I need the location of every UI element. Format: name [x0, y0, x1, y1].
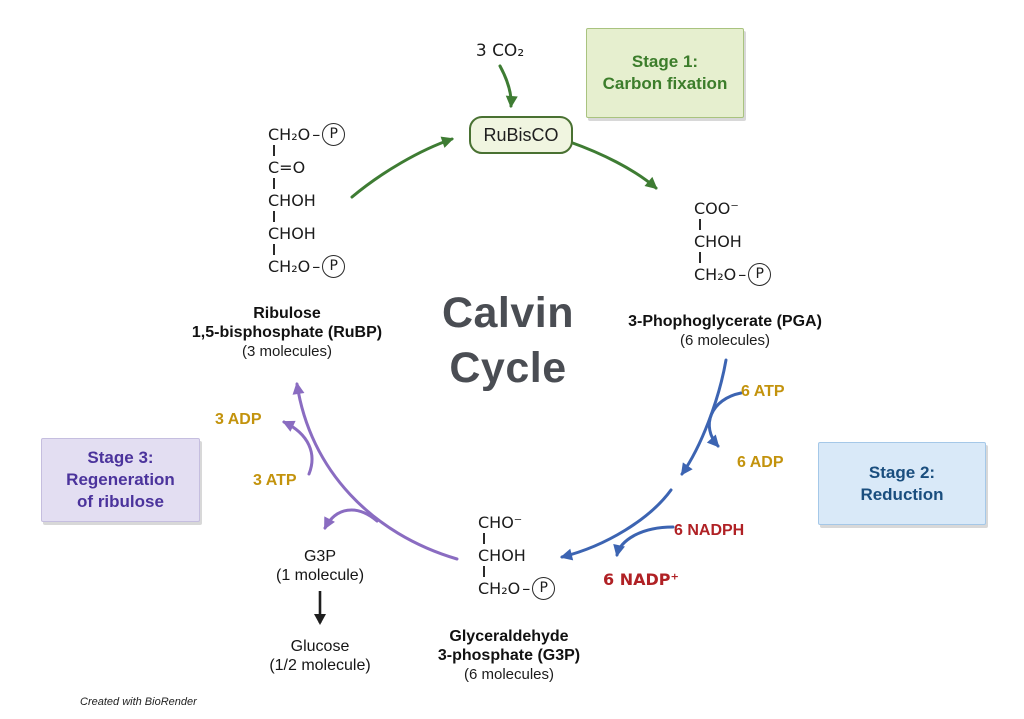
stage1-carbon-fixation-box: Stage 1: Carbon fixation — [586, 28, 744, 118]
g3p-formula-1: CHO⁻ — [478, 512, 523, 532]
arrow-co2-to-rubisco — [498, 64, 518, 108]
bond-dash: – — [738, 264, 747, 284]
arrow-nadph-to-nadp — [613, 525, 675, 557]
bond-dash: – — [312, 124, 321, 144]
glucose-label: Glucose (1/2 molecule) — [240, 637, 400, 675]
bond-line — [483, 566, 485, 577]
stage2-line2: Reduction — [860, 484, 944, 504]
arrow-g3p-to-rubp — [292, 382, 459, 561]
rubp-row-5: CH₂O–P — [268, 254, 346, 278]
arrow-atp-to-adp-stage3 — [282, 420, 314, 476]
rubisco-enzyme-box: RuBisCO — [469, 116, 573, 154]
arrow-rubp-to-rubisco — [350, 136, 454, 199]
rubp-formula-2: C=O — [268, 157, 306, 177]
g3p-output-label: G3P (1 molecule) — [245, 547, 395, 585]
g3p-name-label: Glyceraldehyde 3-phosphate (G3P) (6 mole… — [369, 627, 649, 684]
rubp-name-label: Ribulose 1,5-bisphosphate (RuBP) (3 mole… — [147, 304, 427, 361]
g3p-row-1: CHO⁻ — [478, 512, 555, 532]
rubp-formula-5: CH₂O — [268, 256, 311, 276]
arrow-rubisco-to-pga — [568, 140, 658, 190]
rubisco-label: RuBisCO — [483, 124, 559, 145]
bond-dash: – — [522, 578, 531, 598]
arrow-pga-to-g3p-upper — [680, 358, 728, 476]
rubp-row-2: C=O — [268, 157, 345, 177]
diagram-title-line1: Calvin — [441, 289, 575, 337]
stage3-line1: Stage 3: — [87, 448, 154, 467]
rubp-formula-1: CH₂O — [268, 124, 311, 144]
g3p-formula-3: CH₂O — [478, 578, 521, 598]
glucose-count: (1/2 molecule) — [269, 657, 371, 674]
pga-row-1: COO⁻ — [694, 198, 771, 218]
pga-name-label: 3-Phophoglycerate (PGA) (6 molecules) — [585, 312, 865, 350]
adp3-label: 3 ADP — [215, 411, 262, 428]
g3p-row-3: CH₂O–P — [478, 576, 556, 600]
bond-line — [273, 244, 275, 255]
stage1-line2: Carbon fixation — [602, 74, 728, 93]
adp6-label: 6 ADP — [737, 454, 784, 471]
bond-line — [699, 252, 701, 263]
g3p-structure: CHO⁻ CHOH CH₂O–P — [478, 512, 556, 600]
atp3-label: 3 ATP — [253, 472, 297, 489]
rubp-molecule-count: (3 molecules) — [241, 343, 333, 360]
stage2-reduction-box: Stage 2: Reduction — [818, 442, 986, 525]
biorender-watermark: Created with BioRender — [80, 696, 197, 708]
g3p-name-line1: Glyceraldehyde — [449, 628, 569, 645]
rubp-formula-3: CHOH — [268, 190, 316, 210]
pga-structure: COO⁻ CHOH CH₂O–P — [694, 198, 772, 286]
rubp-name-line2: 1,5-bisphosphate (RuBP) — [191, 324, 383, 341]
co2-input-label: 3 CO₂ — [475, 41, 525, 61]
bond-line — [699, 219, 701, 230]
phosphate-group-icon: P — [532, 576, 556, 600]
rubp-name-line1: Ribulose — [253, 305, 321, 322]
stage3-line2: Regeneration — [66, 470, 175, 489]
nadp6-label: 6 NADP⁺ — [603, 570, 679, 589]
stage2-line1: Stage 2: — [868, 462, 936, 482]
phosphate-group-icon: P — [748, 262, 772, 286]
arrow-atp-to-adp-stage2 — [706, 391, 743, 448]
rubp-structure: CH₂O–P C=O CHOH CHOH CH₂O–P — [268, 122, 346, 278]
pga-formula-3: CH₂O — [694, 264, 737, 284]
pga-name-line1: 3-Phophoglycerate (PGA) — [628, 313, 822, 330]
phosphate-group-icon: P — [322, 122, 346, 146]
stage3-line3: of ribulose — [77, 492, 164, 511]
stage3-regeneration-box: Stage 3: Regeneration of ribulose — [41, 438, 200, 522]
arrow-branch-to-g3p-output — [323, 508, 379, 530]
bond-line — [273, 211, 275, 222]
pga-molecule-count: (6 molecules) — [679, 332, 771, 349]
rubp-row-4: CHOH — [268, 223, 345, 243]
bond-dash: – — [312, 256, 321, 276]
rubp-formula-4: CHOH — [268, 223, 316, 243]
g3p-name-line2: 3-phosphate (G3P) — [437, 647, 581, 664]
bond-line — [273, 145, 275, 156]
arrow-pga-to-g3p-lower — [560, 488, 673, 561]
phosphate-group-icon: P — [322, 254, 346, 278]
g3p-formula-2: CHOH — [478, 545, 526, 565]
stage1-line1: Stage 1: — [631, 52, 699, 71]
g3p-molecule-count: (6 molecules) — [463, 666, 555, 683]
glucose-name: Glucose — [290, 638, 350, 655]
bond-line — [483, 533, 485, 544]
rubp-row-1: CH₂O–P — [268, 122, 346, 146]
g3p-output-count: (1 molecule) — [275, 567, 365, 584]
nadph6-label: 6 NADPH — [674, 522, 745, 539]
diagram-title: Calvin Cycle — [378, 286, 638, 396]
atp6-label: 6 ATP — [741, 383, 785, 400]
pga-row-2: CHOH — [694, 231, 771, 251]
pga-formula-2: CHOH — [694, 231, 742, 251]
pga-formula-1: COO⁻ — [694, 198, 739, 218]
g3p-row-2: CHOH — [478, 545, 555, 565]
bond-line — [273, 178, 275, 189]
diagram-title-line2: Cycle — [449, 344, 567, 392]
g3p-output-name: G3P — [303, 548, 336, 565]
rubp-row-3: CHOH — [268, 190, 345, 210]
pga-row-3: CH₂O–P — [694, 262, 772, 286]
